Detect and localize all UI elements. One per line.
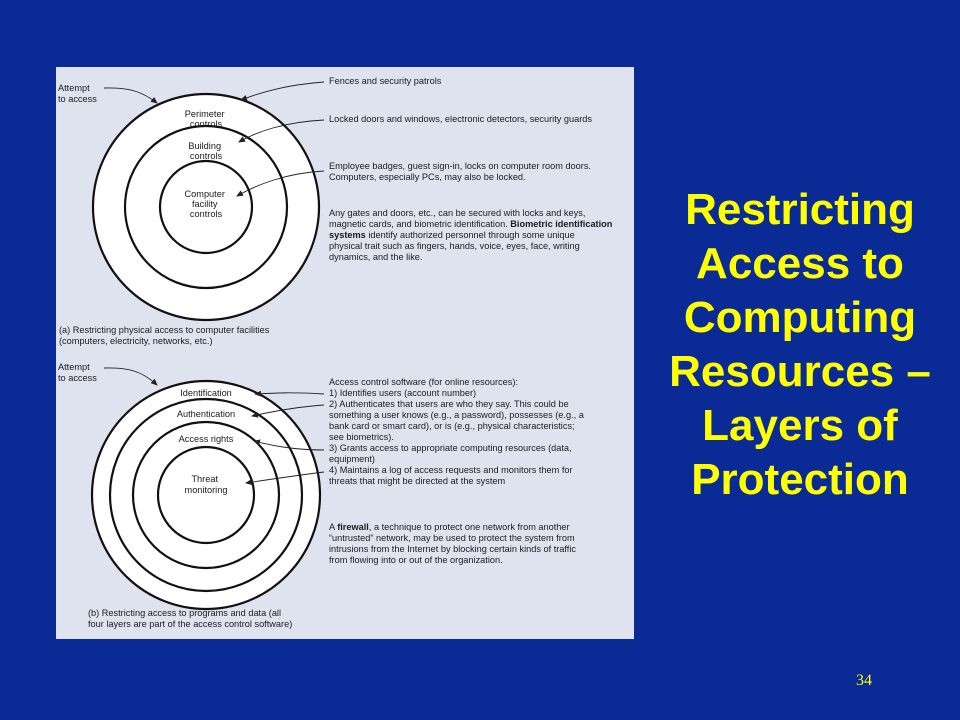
arrow-fences <box>240 81 325 101</box>
perimeter-label: Perimeter controls <box>185 109 227 129</box>
note-fences: Fences and security patrols <box>329 76 442 86</box>
attempt-label-b: Attempt to access <box>58 362 97 383</box>
arrow-authenticates <box>251 404 325 418</box>
figure-panel: Attempt to access Perimeter controls Bui… <box>56 67 634 639</box>
computer-facility-label: Computer facility controls <box>185 189 228 219</box>
title-line: Computing <box>683 293 917 342</box>
note-gates: Any gates and doors, etc., can be secure… <box>329 208 615 262</box>
slide-title: Restricting Access to Computing Resource… <box>640 183 960 507</box>
arrow-badges <box>236 170 325 197</box>
note-firewall: A firewall, a technique to protect one n… <box>329 522 579 565</box>
caption-a: (a) Restricting physical access to compu… <box>59 325 272 346</box>
layers-diagram: Attempt to access Perimeter controls Bui… <box>58 76 615 629</box>
authentication-label: Authentication <box>177 409 235 419</box>
arrow-maintains <box>245 471 325 486</box>
note-access-control-software: Access control software (for online reso… <box>329 377 586 486</box>
ring-threat-monitoring <box>156 445 256 545</box>
threat-monitoring-label: Threat monitoring <box>185 474 228 495</box>
attempt-arrow-b <box>103 367 158 386</box>
page-number: 34 <box>856 672 872 689</box>
title-line: Restricting <box>685 185 915 234</box>
arrow-grants <box>253 439 325 451</box>
title-line: Layers of <box>702 401 898 450</box>
access-rights-label: Access rights <box>179 434 234 444</box>
identification-label: Identification <box>180 388 232 398</box>
arrow-identifies <box>254 390 325 397</box>
figure-a: Attempt to access Perimeter controls Bui… <box>58 76 615 346</box>
figure-b: Attempt to access Identification Authent… <box>58 362 586 629</box>
title-line: Access to <box>696 239 904 288</box>
note-locked: Locked doors and windows, electronic det… <box>329 114 592 124</box>
attempt-arrow <box>103 87 158 104</box>
ring-computer-facility <box>158 159 254 255</box>
title-line: Resources – <box>669 347 931 396</box>
note-badges: Employee badges, guest sign-in, locks on… <box>329 161 594 182</box>
attempt-label: Attempt to access <box>58 83 97 104</box>
title-line: Protection <box>691 455 909 504</box>
caption-b: (b) Restricting access to programs and d… <box>88 608 292 629</box>
arrow-locked <box>238 119 325 143</box>
building-label: Building controls <box>188 141 223 161</box>
